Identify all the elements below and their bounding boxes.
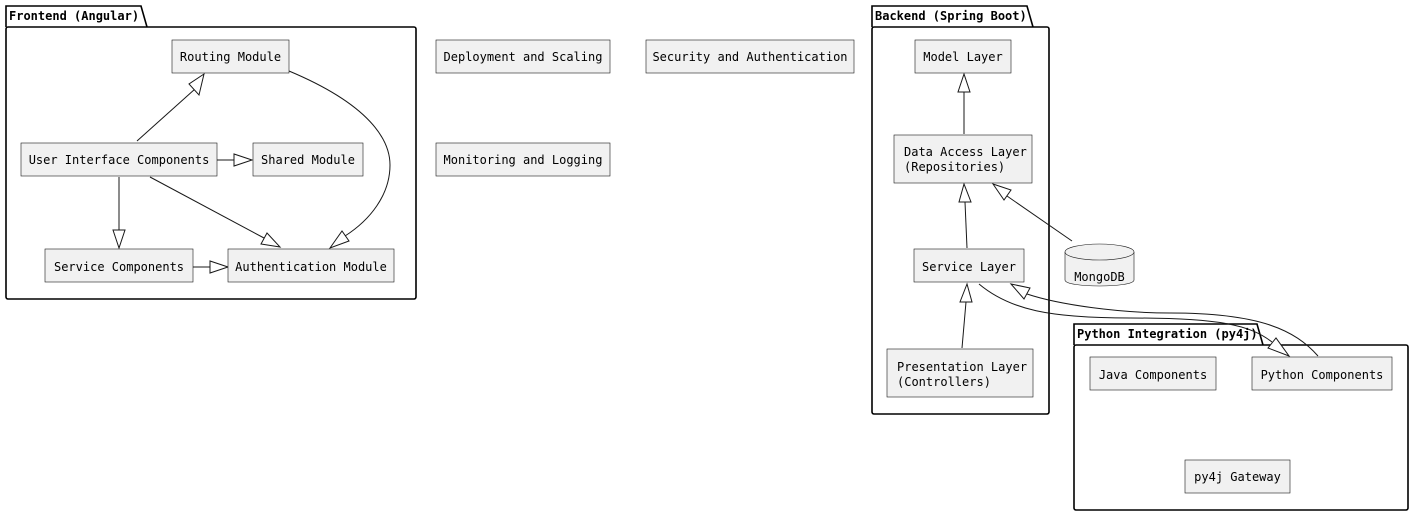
package-frontend-tab — [5, 5, 148, 28]
routing-module-label: Routing Module — [180, 50, 281, 64]
package-backend: Backend (Spring Boot) — [871, 5, 1050, 415]
presentation-layer-label-line2: (Controllers) — [897, 375, 991, 389]
service-components-label: Service Components — [54, 260, 184, 274]
edge-ui-to-routing — [136, 72, 205, 142]
package-backend-frame — [871, 26, 1050, 415]
data-access-layer-label-line1: Data Access Layer — [904, 145, 1027, 159]
edge-ui-to-shared — [217, 153, 254, 167]
shared-module-node: Shared Module — [252, 142, 364, 177]
package-python-title: Python Integration (py4j) — [1077, 327, 1258, 341]
monitoring-and-logging-label: Monitoring and Logging — [444, 153, 603, 167]
package-backend-title: Backend (Spring Boot) — [875, 9, 1027, 23]
security-and-authentication-node: Security and Authentication — [645, 39, 855, 74]
edge-presentation-to-service-layer — [959, 282, 973, 349]
package-python-frame — [1073, 344, 1409, 511]
authentication-module-node: Authentication Module — [227, 248, 395, 283]
mongodb-label: MongoDB — [1074, 270, 1125, 284]
edge-service-layer-to-python — [978, 283, 1291, 358]
security-and-authentication-label: Security and Authentication — [652, 50, 847, 64]
presentation-layer-node: Presentation Layer (Controllers) — [886, 348, 1034, 398]
package-backend-tab — [871, 5, 1034, 28]
edge-ui-to-service-components — [112, 177, 126, 250]
presentation-layer-label-line1: Presentation Layer — [897, 360, 1027, 374]
py4j-gateway-label: py4j Gateway — [1194, 470, 1281, 484]
edge-service-layer-to-dal — [958, 182, 972, 249]
routing-module-node: Routing Module — [171, 39, 290, 74]
user-interface-components-label: User Interface Components — [29, 153, 210, 167]
package-frontend-title: Frontend (Angular) — [9, 9, 139, 23]
model-layer-node: Model Layer — [914, 39, 1012, 74]
package-frontend: Frontend (Angular) — [5, 5, 417, 300]
service-layer-label: Service Layer — [922, 260, 1016, 274]
edge-service-components-to-auth — [193, 260, 230, 274]
deployment-and-scaling-label: Deployment and Scaling — [444, 50, 603, 64]
service-layer-node: Service Layer — [913, 248, 1025, 283]
java-components-label: Java Components — [1099, 368, 1207, 382]
py4j-gateway-node: py4j Gateway — [1184, 459, 1291, 494]
data-access-layer-label-line2: (Repositories) — [904, 160, 1005, 174]
monitoring-and-logging-node: Monitoring and Logging — [435, 142, 611, 177]
model-layer-label: Model Layer — [923, 50, 1002, 64]
edge-ui-to-auth — [149, 176, 282, 248]
edge-python-to-service-layer — [1009, 283, 1319, 357]
package-frontend-frame — [5, 26, 417, 300]
service-components-node: Service Components — [44, 248, 194, 283]
python-components-node: Python Components — [1251, 356, 1393, 391]
mongodb-database-node: MongoDB — [1064, 243, 1135, 287]
data-access-layer-node: Data Access Layer (Repositories) — [893, 134, 1033, 184]
user-interface-components-node: User Interface Components — [20, 142, 218, 177]
edge-dal-to-model — [957, 72, 971, 134]
authentication-module-label: Authentication Module — [235, 260, 387, 274]
deployment-and-scaling-node: Deployment and Scaling — [435, 39, 611, 74]
edge-mongodb-to-dal — [991, 183, 1073, 242]
java-components-node: Java Components — [1089, 356, 1217, 391]
edge-routing-to-auth — [288, 70, 391, 250]
shared-module-label: Shared Module — [261, 153, 355, 167]
python-components-label: Python Components — [1261, 368, 1384, 382]
database-icon — [1064, 252, 1135, 287]
